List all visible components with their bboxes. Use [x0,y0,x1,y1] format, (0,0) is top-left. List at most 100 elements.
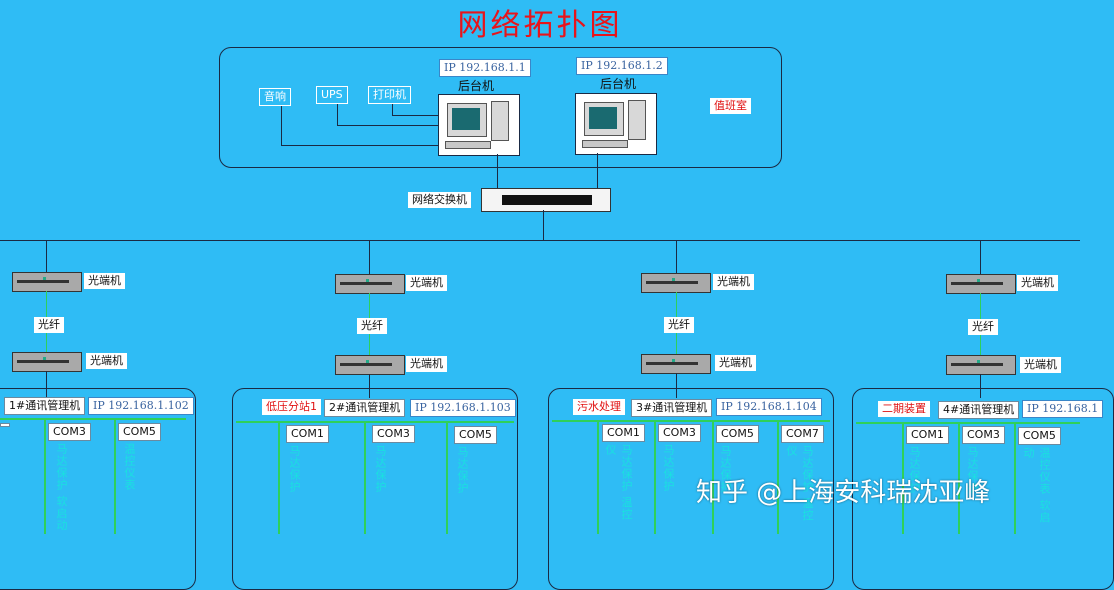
drop-line [46,371,47,398]
station-1-com-1 [0,423,10,427]
station-3-name: 污水处理 [573,399,625,415]
fiber-label: 光纤 [34,317,64,333]
station-1-port-line [44,420,46,534]
fiber-label: 光纤 [664,317,694,333]
ups-label: UPS [316,86,348,104]
station-4-port-desc: 马达保护 [966,446,979,494]
optical-label: 光端机 [406,356,447,372]
drop-line [676,373,677,398]
station-3-com-3: COM3 [658,424,701,442]
station-3-port-line [712,422,714,534]
station-2-ip: IP 192.168.1.103 [410,399,516,417]
station-2-com-1: COM1 [286,425,329,443]
optical-transceiver-icon[interactable] [946,355,1016,375]
station-4-port-line [1014,424,1016,534]
printer-cable [392,115,439,116]
drop-line [369,374,370,398]
speaker-label: 音响 [259,88,291,106]
optical-transceiver-icon[interactable] [12,352,82,372]
fiber-label: 光纤 [968,319,998,335]
host1-link [497,154,498,188]
station-4-ip: IP 192.168.1 [1022,400,1104,418]
control-room-frame [219,47,782,168]
optical-label: 光端机 [84,273,125,289]
drop-1 [46,240,47,272]
station-4-port-line [902,424,904,534]
drop-line [980,374,981,398]
station-2-manager: 2#通讯管理机 [324,399,406,417]
station-2-port-line [364,423,366,534]
network-switch-icon[interactable] [481,188,611,212]
optical-label: 光端机 [713,274,754,290]
printer-cable [392,104,393,116]
station-2-port-line [278,423,280,534]
station-1-com-3: COM3 [48,423,91,441]
station-1-port-desc: 温控仪表 [123,443,136,491]
switch-uplink [543,210,544,240]
station-3-com-7: COM7 [781,425,824,443]
station-2-bus [236,421,514,423]
optical-label: 光端机 [86,353,127,369]
host1-label: 后台机 [458,79,495,93]
optical-transceiver-icon[interactable] [641,354,711,374]
station-2-name: 低压分站1 [262,399,321,415]
watermark: 知乎 @上海安科瑞沈亚峰 [696,478,991,508]
station-1-bus [0,418,186,420]
station-3-port-desc: 马达保护 温控仪 [785,445,814,522]
diagram-title: 网络拓扑图 [457,8,623,43]
station-4-name: 二期装置 [878,401,930,417]
control-room-label: 值班室 [710,98,751,114]
optical-transceiver-icon[interactable] [12,272,82,292]
printer-label: 打印机 [368,86,411,104]
host2-label: 后台机 [600,77,637,91]
speaker-cable [281,145,439,146]
host2-ip: IP 192.168.1.2 [576,57,668,75]
station-4-com-1: COM1 [906,426,949,444]
host1-computer-icon[interactable] [438,94,520,156]
station-4-manager: 4#通讯管理机 [938,401,1020,419]
optical-label: 光端机 [1020,357,1061,373]
station-2-com-5: COM5 [454,426,497,444]
station-4-port-desc: 马达保护 [908,446,921,494]
station-3-bus [552,420,830,422]
station-3-manager: 3#通讯管理机 [631,399,713,417]
fiber-label: 光纤 [357,318,387,334]
drop-2 [369,240,370,274]
host1-ip: IP 192.168.1.1 [439,59,531,77]
station-2-port-desc: 马达保护 [456,446,469,494]
optical-transceiver-icon[interactable] [335,355,405,375]
optical-transceiver-icon[interactable] [335,274,405,294]
station-3-port-line [777,422,779,534]
station-3-port-line [597,422,599,534]
station-4-bus [856,422,1080,424]
station-1-com-5: COM5 [118,423,161,441]
station-3-port-desc: 马达保护 [719,445,732,493]
station-3-port-desc: 马达保护 温控仪 [604,444,633,521]
station-4-com-3: COM3 [962,426,1005,444]
host2-link [597,153,598,188]
station-3-com-1: COM1 [602,424,645,442]
host2-computer-icon[interactable] [575,93,657,155]
station-4-port-line [958,424,960,534]
ups-cable [337,125,439,126]
station-3-ip: IP 192.168.1.104 [716,398,822,416]
optical-transceiver-icon[interactable] [641,273,711,293]
switch-label: 网络交换机 [408,192,471,208]
station-2-port-line [446,423,448,534]
station-1-port-desc: 马达保护 软启动 [55,443,68,532]
station-2-port-desc: 马达保护 [374,445,387,493]
station-3-com-5: COM5 [716,425,759,443]
optical-label: 光端机 [406,275,447,291]
station-1-ip: IP 192.168.1.102 [88,397,194,415]
station-2-port-desc: 马达保护 [288,445,301,493]
ups-cable [337,104,338,126]
optical-transceiver-icon[interactable] [946,274,1016,294]
station-4-com-5: COM5 [1018,427,1061,445]
station-3-port-line [654,422,656,534]
optical-label: 光端机 [715,355,756,371]
optical-label: 光端机 [1017,275,1058,291]
drop-3 [676,240,677,273]
station-3-port-desc: 马达保护 [662,444,675,492]
station-2-com-3: COM3 [372,425,415,443]
backbone-line [0,240,1080,241]
